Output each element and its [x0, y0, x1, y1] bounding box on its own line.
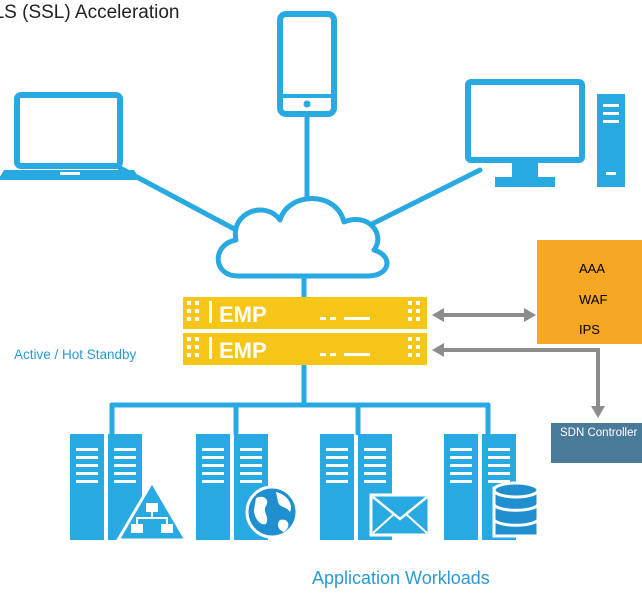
server-rack-icon-1 [70, 434, 142, 540]
security-link-arrow [432, 308, 536, 322]
appliance-unit-standby: EMP [183, 333, 427, 365]
database-icon [492, 481, 540, 538]
diagram-title: TLS (SSL) Acceleration [0, 2, 180, 23]
aaa-label: AAA [579, 261, 606, 276]
server-rack-icon-4 [444, 434, 516, 540]
sdn-link-arrow [432, 343, 605, 418]
sdn-controller-box: SDN Controller [551, 423, 642, 463]
ha-mode-label: Active / Hot Standby [14, 347, 137, 362]
waf-label: WAF [579, 292, 608, 307]
security-services-panel: AAA WAF IPS [537, 240, 642, 344]
laptop-icon [0, 92, 140, 180]
laptop-cloud-link [117, 165, 243, 235]
appliance-brand-label-primary: EMP [219, 302, 267, 327]
workloads-label: Application Workloads [312, 568, 490, 588]
ips-label: IPS [579, 322, 600, 337]
desktop-icon [465, 79, 625, 187]
connection-lines [109, 115, 491, 436]
cloud-icon [215, 196, 390, 279]
globe-icon [245, 485, 299, 539]
network-icon [115, 479, 189, 542]
envelope-icon [369, 493, 431, 537]
desktop-cloud-link [365, 167, 483, 229]
smartphone-icon [277, 11, 337, 117]
appliance-brand-label-standby: EMP [219, 338, 267, 363]
appliance-unit-primary: EMP [183, 297, 427, 329]
